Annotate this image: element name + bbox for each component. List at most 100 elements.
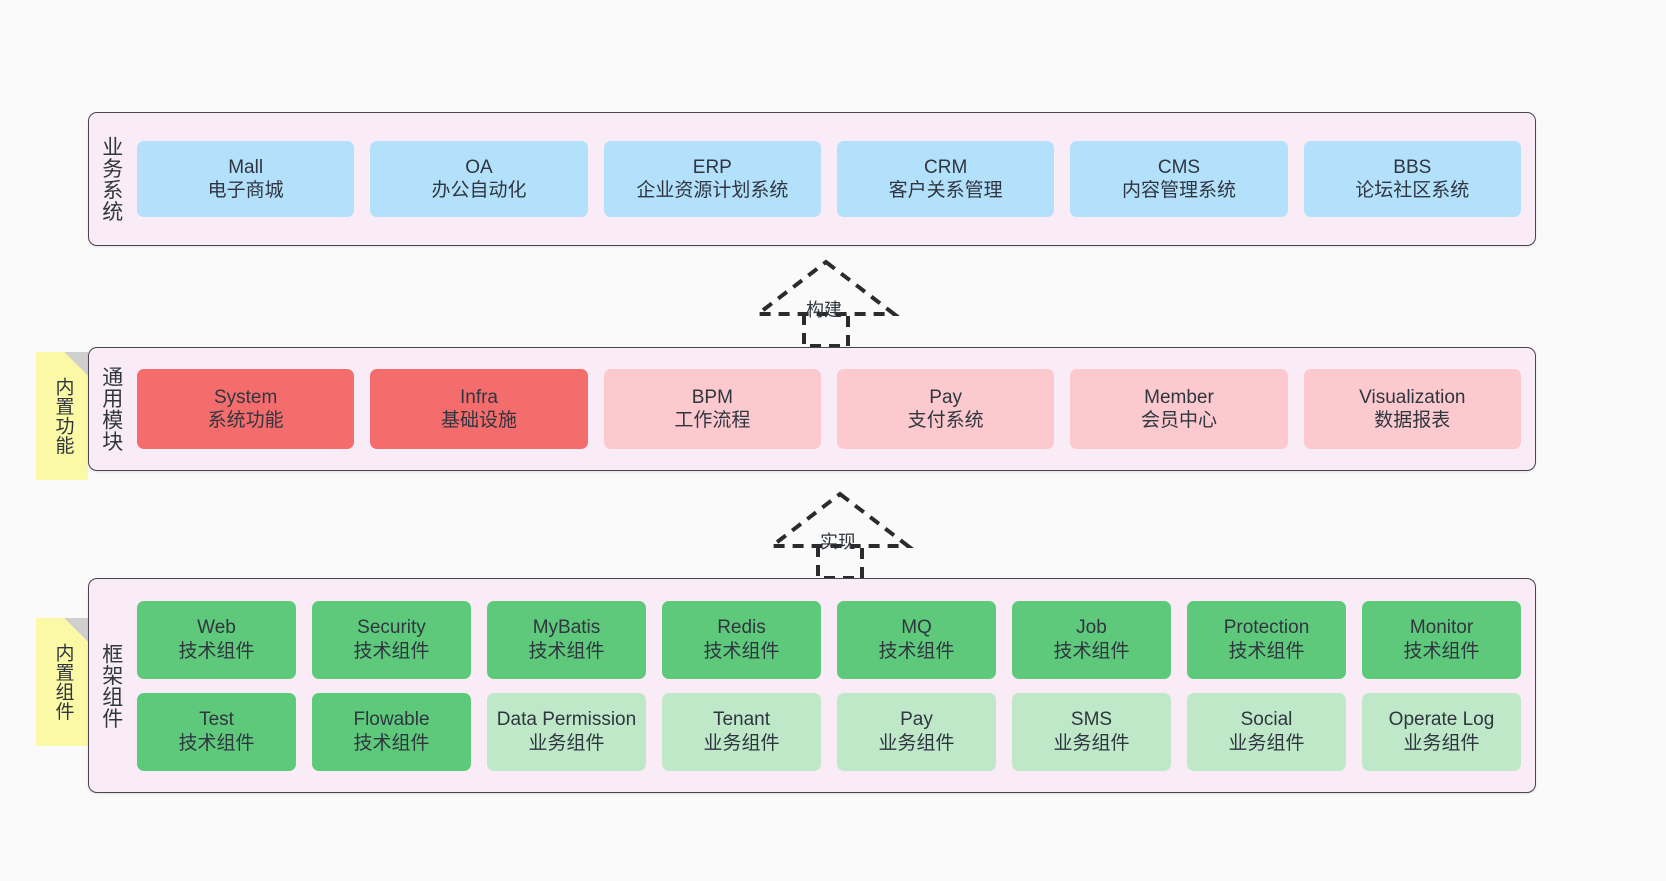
module-desc: 支付系统 [907, 410, 984, 431]
layer-title-common-module: 通用模块 [99, 366, 123, 452]
layer-row: Mall 电子商城 OA 办公自动化 ERP 企业资源计划系统 CRM 客户关系… [137, 141, 1521, 217]
module-name: CRM [924, 156, 968, 178]
module-desc: 技术组件 [1403, 640, 1480, 662]
module-card-sms[interactable]: SMS 业务组件 [1012, 692, 1171, 771]
note-label: 内置组件 [52, 643, 74, 721]
module-name: Job [1076, 617, 1107, 639]
module-name: Flowable [353, 709, 430, 731]
note-builtin-component: 内置组件 [36, 618, 88, 746]
module-name: Protection [1223, 617, 1310, 639]
module-card-erp[interactable]: ERP 企业资源计划系统 [603, 141, 821, 217]
module-name: BPM [691, 386, 733, 408]
arrow-implement: 实现 [766, 490, 914, 580]
arrow-head-hollow-triangle-icon [752, 259, 900, 316]
module-name: MyBatis [532, 617, 601, 639]
module-desc: 技术组件 [178, 732, 255, 754]
module-name: Security [357, 617, 426, 639]
module-card-monitor[interactable]: Monitor 技术组件 [1362, 600, 1521, 679]
module-card-operate-log[interactable]: Operate Log 业务组件 [1362, 692, 1521, 771]
module-desc: 技术组件 [878, 640, 955, 662]
arrow-label-build: 构建 [806, 300, 842, 320]
module-desc: 客户关系管理 [888, 180, 1003, 201]
module-desc: 业务组件 [1053, 732, 1130, 754]
module-name: System [213, 386, 278, 408]
module-card-redis[interactable]: Redis 技术组件 [662, 600, 821, 679]
module-name: Operate Log [1388, 709, 1495, 731]
module-name: MQ [901, 617, 932, 639]
module-name: OA [465, 156, 493, 178]
note-builtin-function: 内置功能 [36, 352, 88, 480]
module-card-member[interactable]: Member 会员中心 [1070, 369, 1288, 449]
module-card-mall[interactable]: Mall 电子商城 [137, 141, 355, 217]
module-card-infra[interactable]: Infra 基础设施 [370, 369, 588, 449]
module-desc: 工作流程 [674, 410, 751, 431]
module-desc: 系统功能 [207, 410, 284, 431]
module-card-security[interactable]: Security 技术组件 [312, 600, 471, 679]
module-name: SMS [1070, 709, 1113, 731]
module-desc: 技术组件 [178, 640, 255, 662]
module-card-pay-business[interactable]: Pay 业务组件 [837, 692, 996, 771]
module-desc: 业务组件 [703, 732, 780, 754]
module-desc: 业务组件 [1228, 732, 1305, 754]
module-card-data-permission[interactable]: Data Permission 业务组件 [487, 692, 646, 771]
module-name: Infra [459, 386, 498, 408]
module-desc: 电子商城 [207, 180, 284, 201]
module-name: Data Permission [496, 709, 637, 731]
module-desc: 基础设施 [440, 410, 517, 431]
module-card-oa[interactable]: OA 办公自动化 [370, 141, 588, 217]
module-desc: 内容管理系统 [1121, 180, 1236, 201]
module-desc: 业务组件 [528, 732, 605, 754]
module-card-mq[interactable]: MQ 技术组件 [837, 600, 996, 679]
module-desc: 企业资源计划系统 [636, 180, 789, 201]
note-label: 内置功能 [52, 377, 74, 455]
module-desc: 业务组件 [1403, 732, 1480, 754]
module-desc: 会员中心 [1140, 410, 1217, 431]
module-name: ERP [692, 156, 732, 178]
module-name: Pay [929, 386, 963, 408]
module-name: Monitor [1409, 617, 1474, 639]
layer-row: Test 技术组件 Flowable 技术组件 Data Permission … [137, 692, 1521, 771]
module-card-pay[interactable]: Pay 支付系统 [836, 369, 1055, 449]
module-name: Redis [717, 617, 766, 639]
module-name: BBS [1393, 156, 1432, 178]
module-name: CMS [1157, 156, 1201, 178]
layer-row: Web 技术组件 Security 技术组件 MyBatis 技术组件 Redi… [137, 600, 1521, 679]
note-fold-corner-icon [64, 618, 88, 642]
module-card-web[interactable]: Web 技术组件 [137, 600, 296, 679]
module-name: Member [1144, 386, 1214, 408]
layer-title-business-system: 业务系统 [99, 136, 123, 222]
module-desc: 技术组件 [528, 640, 605, 662]
layer-business-system: 业务系统 Mall 电子商城 OA 办公自动化 ERP 企业资源计划系统 CRM… [88, 112, 1536, 246]
module-desc: 论坛社区系统 [1355, 180, 1470, 201]
module-desc: 数据报表 [1374, 410, 1451, 431]
module-name: Tenant [712, 709, 771, 731]
module-desc: 业务组件 [878, 732, 955, 754]
module-desc: 技术组件 [1053, 640, 1130, 662]
module-card-cms[interactable]: CMS 内容管理系统 [1070, 141, 1288, 217]
module-card-social[interactable]: Social 业务组件 [1187, 692, 1346, 771]
module-card-protection[interactable]: Protection 技术组件 [1187, 600, 1346, 679]
module-card-crm[interactable]: CRM 客户关系管理 [836, 141, 1055, 217]
layer-body-common-module: System 系统功能 Infra 基础设施 BPM 工作流程 Pay 支付系统… [133, 348, 1535, 470]
arrow-label-implement: 实现 [820, 532, 856, 552]
module-name: Visualization [1359, 386, 1466, 408]
module-name: Pay [900, 709, 933, 731]
module-card-flowable[interactable]: Flowable 技术组件 [312, 692, 471, 771]
module-desc: 技术组件 [1228, 640, 1305, 662]
layer-body-framework-component: Web 技术组件 Security 技术组件 MyBatis 技术组件 Redi… [133, 579, 1535, 792]
module-card-test[interactable]: Test 技术组件 [137, 692, 296, 771]
module-desc: 办公自动化 [431, 180, 527, 201]
module-card-tenant[interactable]: Tenant 业务组件 [662, 692, 821, 771]
module-name: Mall [228, 156, 264, 178]
module-card-visualization[interactable]: Visualization 数据报表 [1303, 369, 1521, 449]
module-card-system[interactable]: System 系统功能 [137, 369, 355, 449]
module-name: Test [199, 709, 234, 731]
module-card-bbs[interactable]: BBS 论坛社区系统 [1303, 141, 1521, 217]
layer-common-module: 通用模块 System 系统功能 Infra 基础设施 BPM 工作流程 Pay… [88, 347, 1536, 471]
layer-body-business-system: Mall 电子商城 OA 办公自动化 ERP 企业资源计划系统 CRM 客户关系… [133, 113, 1535, 245]
module-card-job[interactable]: Job 技术组件 [1012, 600, 1171, 679]
module-card-bpm[interactable]: BPM 工作流程 [603, 369, 821, 449]
module-card-mybatis[interactable]: MyBatis 技术组件 [487, 600, 646, 679]
layer-title-framework-component: 框架组件 [99, 642, 123, 729]
